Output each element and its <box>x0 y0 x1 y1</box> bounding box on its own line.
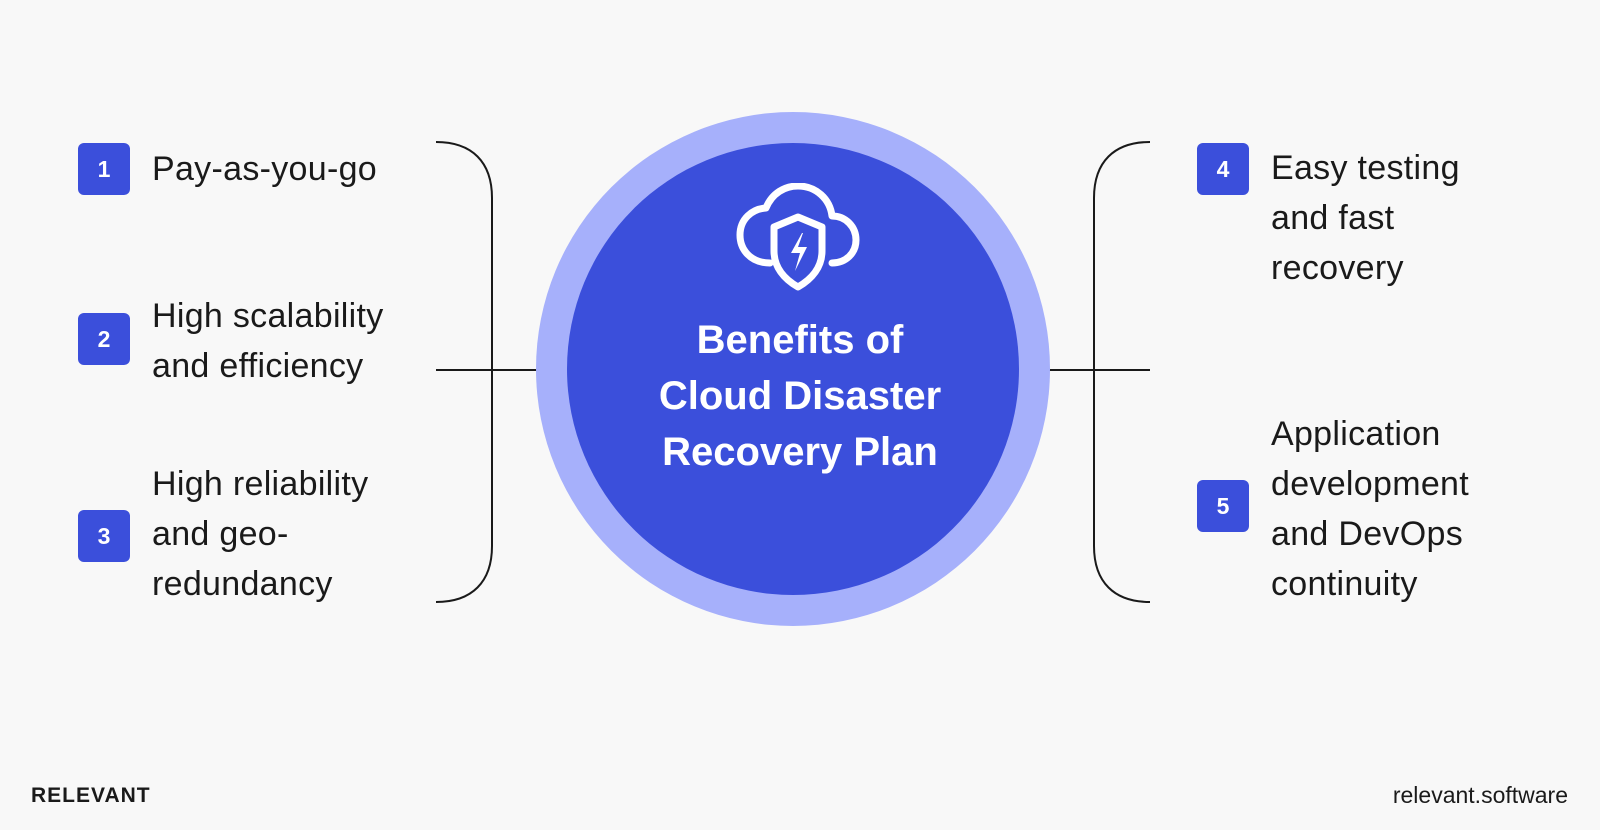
benefit-4-line: Easy testing <box>1271 149 1460 187</box>
benefit-3-line: and geo- <box>152 515 289 553</box>
benefit-2-label: High scalability and efficiency <box>152 291 384 391</box>
benefit-5-number-badge: 5 <box>1197 480 1249 532</box>
benefit-1-label: Pay-as-you-go <box>152 144 377 194</box>
benefit-4-label: Easy testing and fast recovery <box>1271 143 1460 293</box>
benefit-3-label: High reliability and geo- redundancy <box>152 459 368 609</box>
benefit-4-line: and fast <box>1271 199 1395 237</box>
left-bracket <box>435 141 493 603</box>
cloud-shield-lightning-icon <box>736 183 860 291</box>
title-line: Cloud Disaster <box>658 374 942 418</box>
benefit-2-line: High scalability <box>152 297 384 335</box>
benefit-2-number-badge: 2 <box>78 313 130 365</box>
brand-logo: RELEVANT <box>31 784 151 807</box>
benefit-5-line: development <box>1271 465 1469 503</box>
right-bracket <box>1093 141 1151 603</box>
benefit-4-number-badge: 4 <box>1197 143 1249 195</box>
benefit-4-line: recovery <box>1271 249 1404 287</box>
benefit-5-line: continuity <box>1271 565 1418 603</box>
site-url: relevant.software <box>1392 782 1568 808</box>
title-line: Benefits of <box>696 318 904 362</box>
benefit-2-line: and efficiency <box>152 347 364 385</box>
benefit-1-number-badge: 1 <box>78 143 130 195</box>
benefit-3-line: redundancy <box>152 565 333 603</box>
benefit-5-line: and DevOps <box>1271 515 1463 553</box>
benefit-5-label: Application development and DevOps conti… <box>1271 409 1469 609</box>
benefit-3-line: High reliability <box>152 465 369 503</box>
benefit-1-line: Pay-as-you-go <box>152 150 377 188</box>
benefit-5-line: Application <box>1271 415 1441 453</box>
title-line: Recovery Plan <box>662 430 938 474</box>
diagram-title: Benefits of Cloud Disaster Recovery Plan <box>600 312 1000 480</box>
benefit-3-number-badge: 3 <box>78 510 130 562</box>
